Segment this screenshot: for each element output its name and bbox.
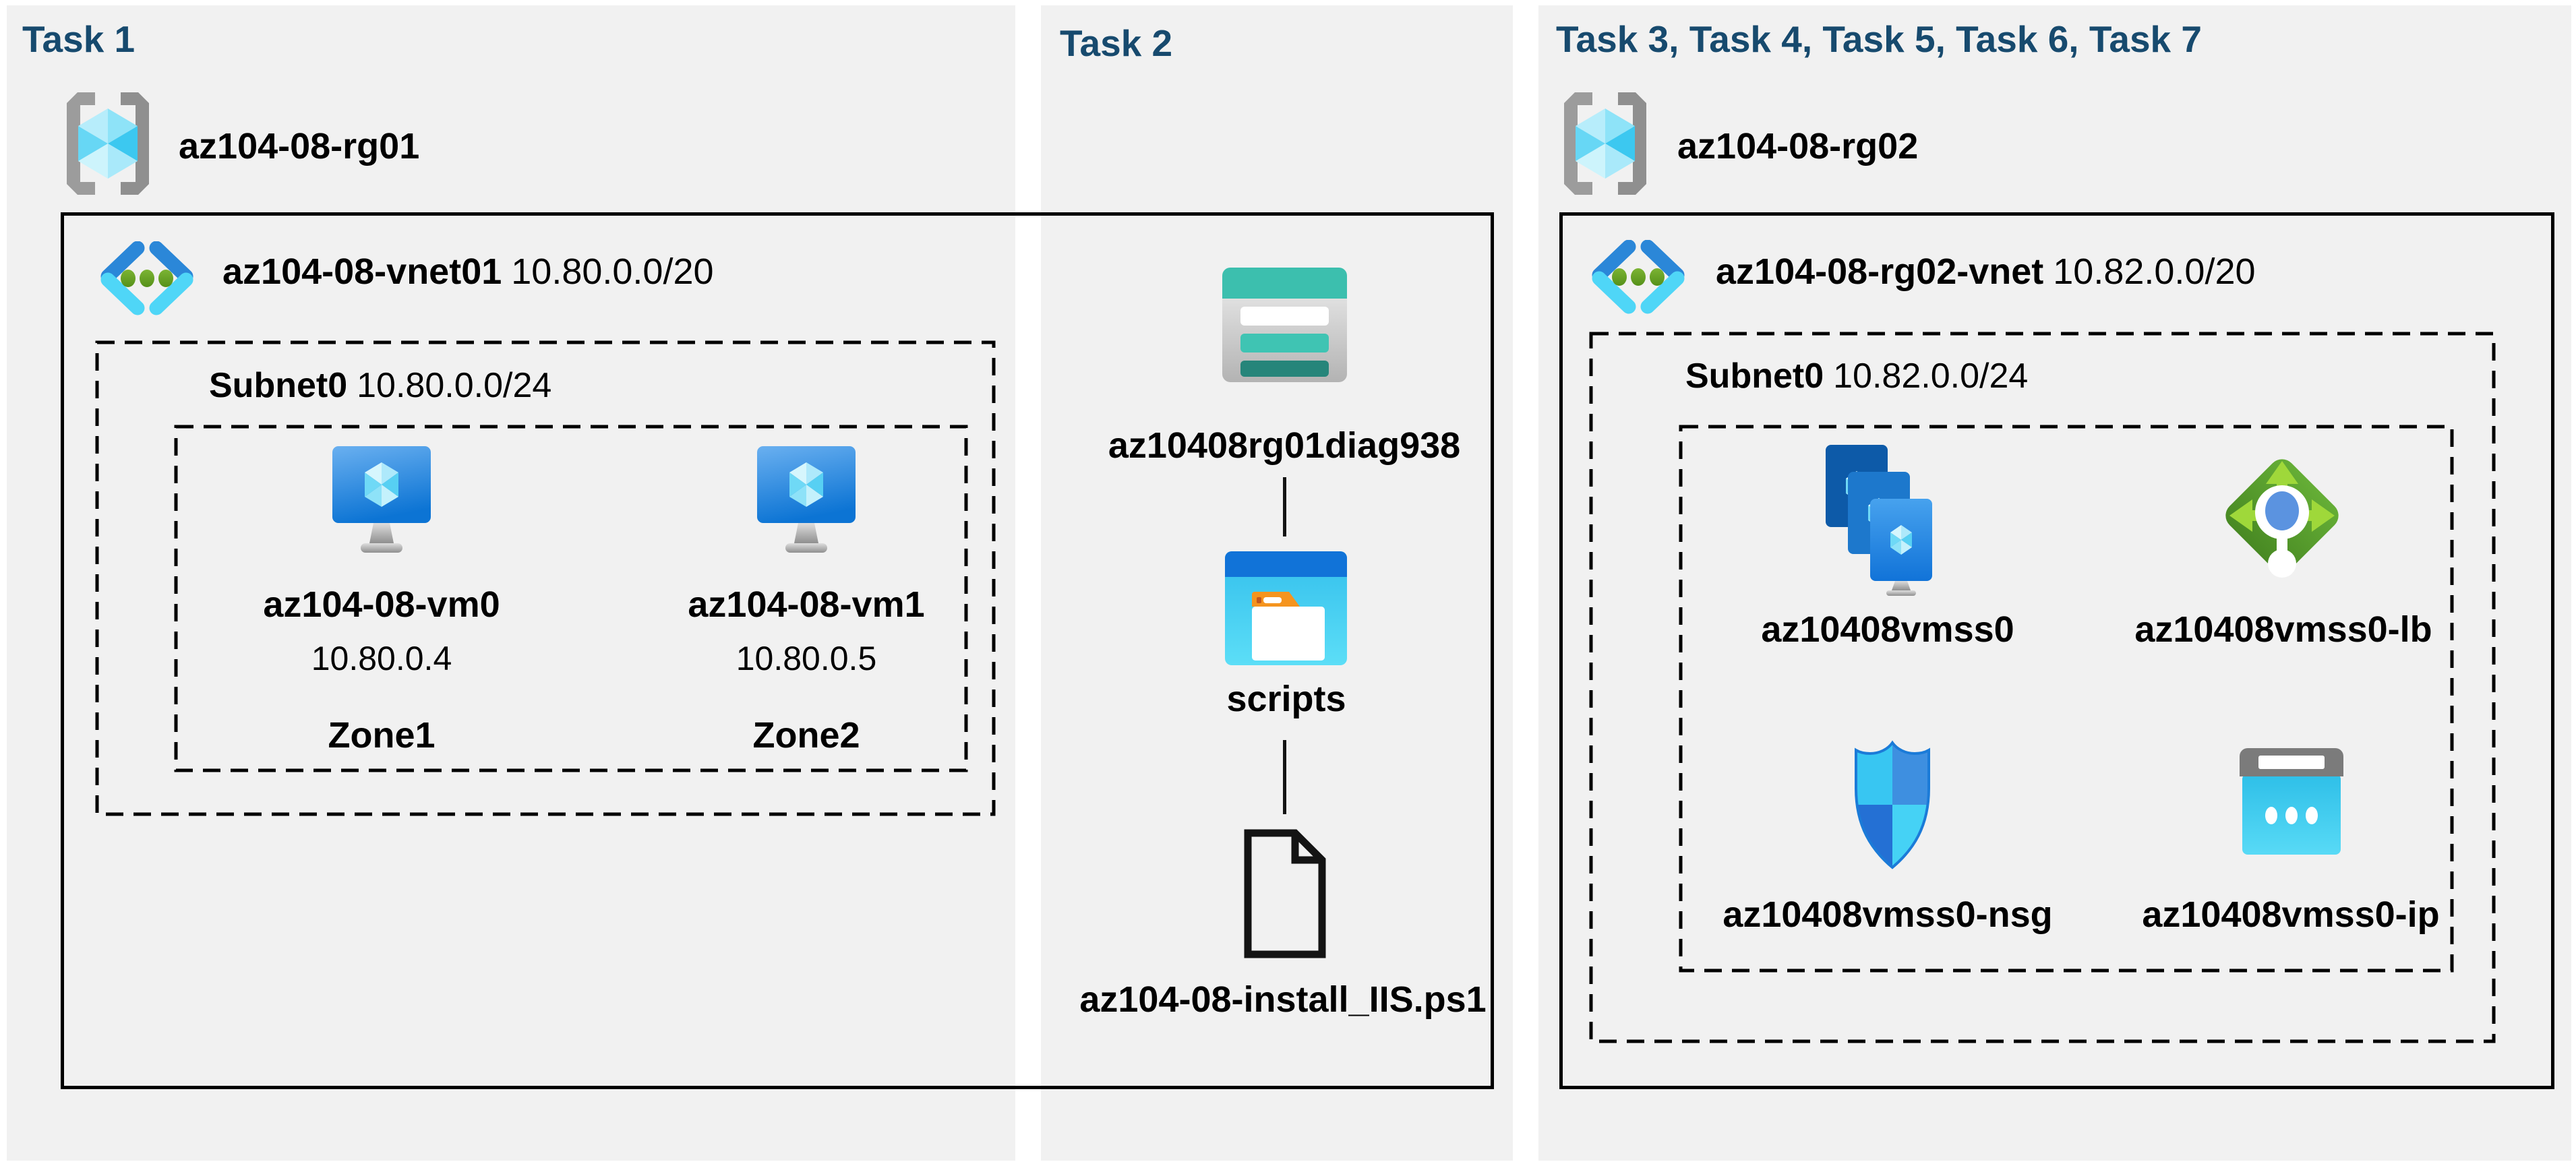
vnet2-box (1559, 212, 2554, 1089)
subnet-cidr: 10.80.0.0/24 (357, 366, 552, 405)
vm-icon (757, 446, 856, 553)
vm-zone-label: Zone1 (328, 715, 436, 756)
vnet1-box (61, 212, 1494, 1089)
virtual-network-icon (100, 241, 193, 315)
subnet-name: Subnet0 (1685, 357, 1824, 396)
resource-group-label: az104-08-rg01 (179, 126, 420, 166)
task3-panel (1538, 5, 2571, 1161)
vm-zone-label: Zone2 (752, 715, 860, 756)
task3-title: Task 3, Task 4, Task 5, Task 6, Task 7 (1556, 18, 2202, 60)
task2-title: Task 2 (1060, 22, 1173, 64)
file-icon (1244, 829, 1326, 958)
vnet-cidr: 10.80.0.0/20 (511, 251, 714, 292)
subnet2-box (1589, 332, 2496, 1043)
connector-storage-scripts (1283, 477, 1286, 536)
vnet-cidr: 10.82.0.0/20 (2053, 251, 2256, 292)
vmss-icon (1826, 445, 1932, 596)
storage-account-label: az10408rg01diag938 (1108, 425, 1461, 466)
load-balancer-icon (2225, 459, 2339, 578)
blob-container-icon (1225, 551, 1347, 665)
subnet-cidr: 10.82.0.0/24 (1833, 357, 2029, 396)
zones-box (174, 425, 968, 772)
virtual-network-icon (1592, 240, 1685, 314)
subnet1-box (95, 340, 996, 816)
vm-name-label: az104-08-vm1 (688, 584, 925, 625)
connector-scripts-file (1283, 740, 1286, 814)
container-label: scripts (1226, 679, 1346, 719)
vmss-group-box (1679, 425, 2454, 973)
vm-icon (332, 446, 431, 553)
resource-group-icon (1564, 92, 1646, 195)
load-balancer-label: az10408vmss0-lb (2134, 609, 2432, 650)
vm-ip-label: 10.80.0.4 (311, 640, 452, 677)
vnet-name: az104-08-vnet01 (222, 251, 502, 292)
vm-name-label: az104-08-vm0 (263, 584, 500, 625)
task1-title: Task 1 (22, 18, 136, 60)
vnet-name: az104-08-rg02-vnet (1716, 251, 2044, 292)
storage-account-icon (1222, 268, 1347, 382)
nsg-label: az10408vmss0-nsg (1723, 894, 2053, 935)
resource-group-icon (67, 92, 149, 195)
subnet-name: Subnet0 (209, 366, 348, 405)
vmss-label: az10408vmss0 (1761, 609, 2014, 650)
script-file-label: az104-08-install_IIS.ps1 (1079, 979, 1487, 1020)
public-ip-icon (2240, 748, 2343, 855)
resource-group-label: az104-08-rg02 (1677, 126, 1919, 166)
vm-ip-label: 10.80.0.5 (736, 640, 877, 677)
nsg-icon (1855, 740, 1930, 869)
public-ip-label: az10408vmss0-ip (2142, 894, 2440, 935)
